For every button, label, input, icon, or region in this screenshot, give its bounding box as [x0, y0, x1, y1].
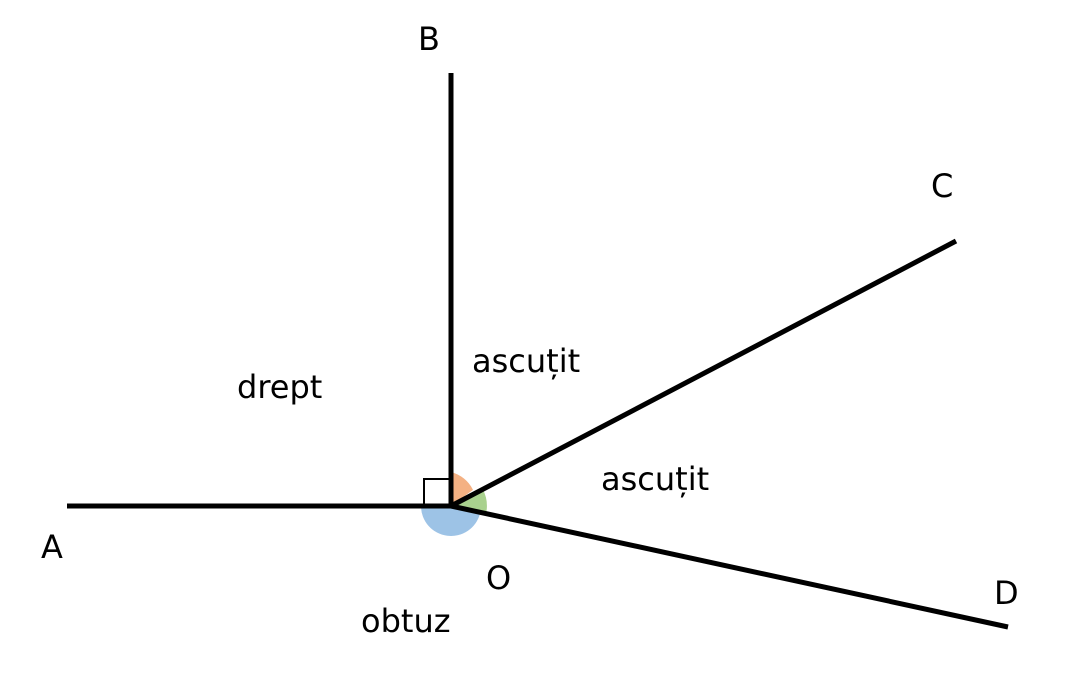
angle-label-doa: obtuz	[361, 602, 451, 640]
angle-doa-sector	[421, 506, 481, 537]
ray-od	[450, 503, 1009, 630]
point-label-o: O	[486, 559, 511, 597]
angle-label-cod: ascuțit	[601, 460, 709, 498]
point-label-b: B	[418, 20, 440, 58]
angle-label-aob: drept	[237, 368, 322, 406]
ray-oc	[449, 238, 958, 509]
angle-boc-sector	[451, 472, 473, 506]
angle-label-boc: ascuțit	[472, 342, 580, 380]
point-label-d: D	[994, 574, 1019, 612]
right-angle-marker	[423, 478, 452, 507]
point-label-a: A	[41, 528, 63, 566]
point-label-c: C	[931, 167, 953, 205]
